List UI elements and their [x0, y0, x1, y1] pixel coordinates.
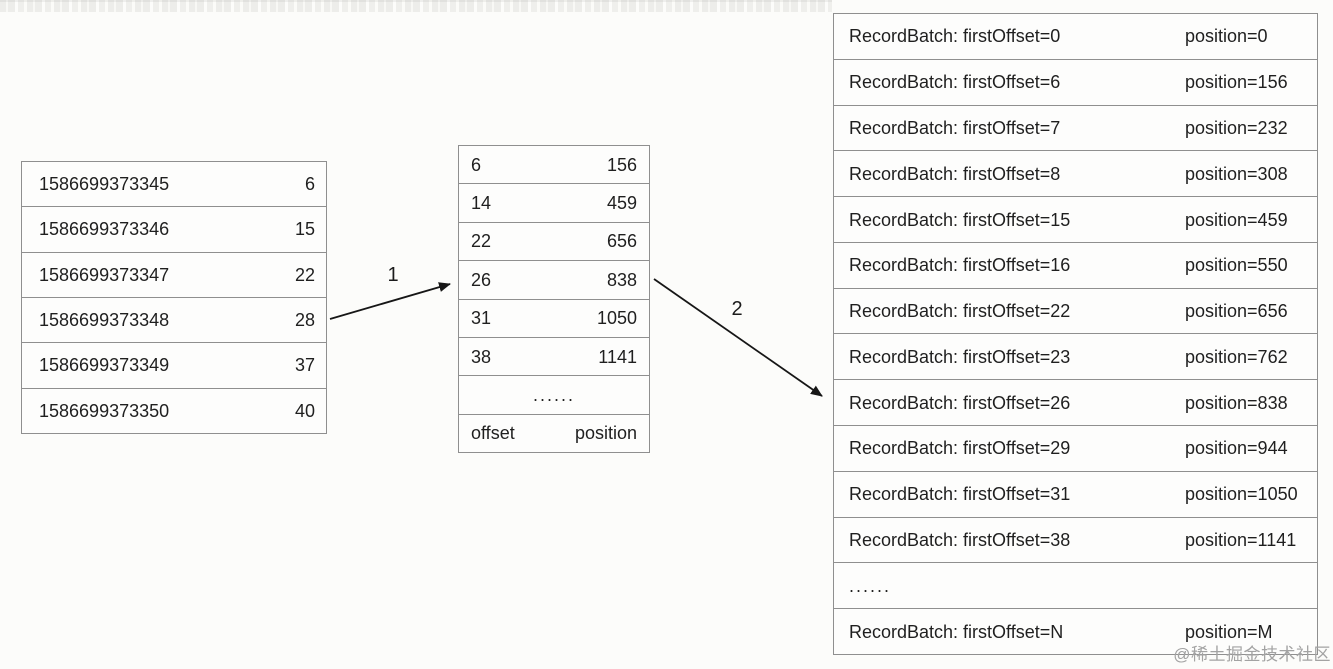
table-row: RecordBatch: firstOffset=15 position=459: [834, 197, 1317, 243]
recordbatch-label: RecordBatch: firstOffset=31: [849, 484, 1071, 505]
table-row: 38 1141: [459, 338, 649, 377]
table-row: RecordBatch: firstOffset=16 position=550: [834, 243, 1317, 289]
recordbatch-label: RecordBatch: firstOffset=15: [849, 209, 1071, 230]
table-row: RecordBatch: firstOffset=31 position=105…: [834, 472, 1317, 518]
position-value: 1141: [598, 346, 637, 367]
table-row: 1586699373349 37: [22, 343, 326, 389]
table-row: RecordBatch: firstOffset=38 position=114…: [834, 518, 1317, 564]
position-column-label: position: [574, 423, 637, 444]
recordbatch-label: RecordBatch: firstOffset=22: [849, 301, 1071, 322]
offset-value: 26: [471, 269, 492, 290]
ellipsis-row: ......: [834, 563, 1317, 610]
position-value: 1050: [596, 308, 637, 329]
offset-value: 14: [471, 193, 492, 214]
table-row: 22 656: [459, 223, 649, 262]
table-row: 26 838: [459, 261, 649, 300]
table-row: RecordBatch: firstOffset=22 position=656: [834, 289, 1317, 335]
recordbatch-label: RecordBatch: firstOffset=8: [849, 163, 1061, 184]
offset-value: 38: [471, 346, 492, 367]
table-row: 31 1050: [459, 300, 649, 338]
recordbatch-label: RecordBatch: firstOffset=16: [849, 255, 1071, 276]
table-row: RecordBatch: firstOffset=N position=M: [834, 609, 1317, 654]
timestamp-value: 1586699373347: [39, 264, 170, 285]
position-label: position=1141: [1185, 529, 1297, 550]
offset-value: 28: [294, 310, 315, 331]
table-row: RecordBatch: firstOffset=29 position=944: [834, 426, 1317, 472]
recordbatch-label: RecordBatch: firstOffset=29: [849, 438, 1071, 459]
position-label: position=1050: [1185, 484, 1298, 505]
offset-value: 37: [294, 355, 315, 376]
table-row: RecordBatch: firstOffset=8 position=308: [834, 151, 1317, 198]
position-label: position=0: [1185, 26, 1268, 47]
table-row: RecordBatch: firstOffset=6 position=156: [834, 60, 1317, 106]
position-value: 459: [606, 193, 637, 214]
ellipsis-text: ......: [532, 384, 575, 405]
position-label: position=944: [1185, 438, 1288, 459]
offset-value: 6: [304, 174, 315, 195]
position-label: position=156: [1185, 72, 1288, 93]
arrow-step1: [329, 282, 451, 320]
table-row: RecordBatch: firstOffset=7 position=232: [834, 106, 1317, 152]
step-1-label: 1: [387, 264, 399, 286]
timestamp-value: 1586699373345: [39, 174, 170, 195]
recordbatch-label: RecordBatch: firstOffset=6: [849, 72, 1061, 93]
ellipsis-row: ......: [459, 376, 649, 415]
position-label: position=550: [1185, 255, 1288, 276]
offset-column-label: offset: [471, 423, 515, 444]
table-row: 14 459: [459, 184, 649, 223]
ellipsis-text: ......: [849, 575, 892, 596]
table-footer-row: offset position: [459, 415, 649, 452]
recordbatch-label: RecordBatch: firstOffset=7: [849, 117, 1061, 138]
offset-index-table: 6 156 14 459 22 656 26 838 31 1050 38 11…: [458, 145, 650, 453]
watermark-text: @稀土掘金技术社区: [1173, 645, 1331, 664]
log-segment-table: RecordBatch: firstOffset=0 position=0 Re…: [833, 13, 1318, 655]
recordbatch-label: RecordBatch: firstOffset=N: [849, 621, 1064, 642]
position-label: position=656: [1185, 301, 1288, 322]
torn-edge-strip: [0, 0, 832, 12]
table-row: 1586699373346 15: [22, 207, 326, 253]
table-row: RecordBatch: firstOffset=23 position=762: [834, 334, 1317, 381]
timestamp-value: 1586699373346: [39, 219, 170, 240]
offset-value: 15: [294, 219, 315, 240]
position-label: position=M: [1185, 621, 1273, 642]
position-label: position=232: [1185, 117, 1288, 138]
table-row: 1586699373350 40: [22, 389, 326, 433]
position-label: position=308: [1185, 163, 1288, 184]
table-row: RecordBatch: firstOffset=0 position=0: [834, 14, 1317, 60]
position-value: 156: [606, 154, 637, 175]
table-row: 1586699373347 22: [22, 253, 326, 298]
timestamp-value: 1586699373350: [39, 400, 170, 421]
recordbatch-label: RecordBatch: firstOffset=38: [849, 529, 1071, 550]
position-label: position=459: [1185, 209, 1288, 230]
offset-value: 31: [471, 308, 492, 329]
arrow-step2: [653, 278, 823, 397]
recordbatch-label: RecordBatch: firstOffset=26: [849, 392, 1071, 413]
timestamp-value: 1586699373349: [39, 355, 170, 376]
position-value: 656: [606, 231, 637, 252]
timestamp-value: 1586699373348: [39, 310, 170, 331]
offset-value: 22: [471, 231, 492, 252]
timestamp-index-table: 1586699373345 6 1586699373346 15 1586699…: [21, 161, 327, 434]
offset-value: 40: [294, 400, 315, 421]
position-label: position=838: [1185, 392, 1288, 413]
recordbatch-label: RecordBatch: firstOffset=0: [849, 26, 1061, 47]
table-row: 6 156: [459, 146, 649, 185]
position-value: 838: [606, 269, 637, 290]
position-label: position=762: [1185, 346, 1288, 367]
step-2-label: 2: [731, 298, 743, 320]
table-row: 1586699373348 28: [22, 298, 326, 344]
offset-value: 6: [471, 154, 482, 175]
offset-value: 22: [294, 264, 315, 285]
table-row: 1586699373345 6: [22, 162, 326, 208]
recordbatch-label: RecordBatch: firstOffset=23: [849, 346, 1071, 367]
table-row: RecordBatch: firstOffset=26 position=838: [834, 380, 1317, 427]
